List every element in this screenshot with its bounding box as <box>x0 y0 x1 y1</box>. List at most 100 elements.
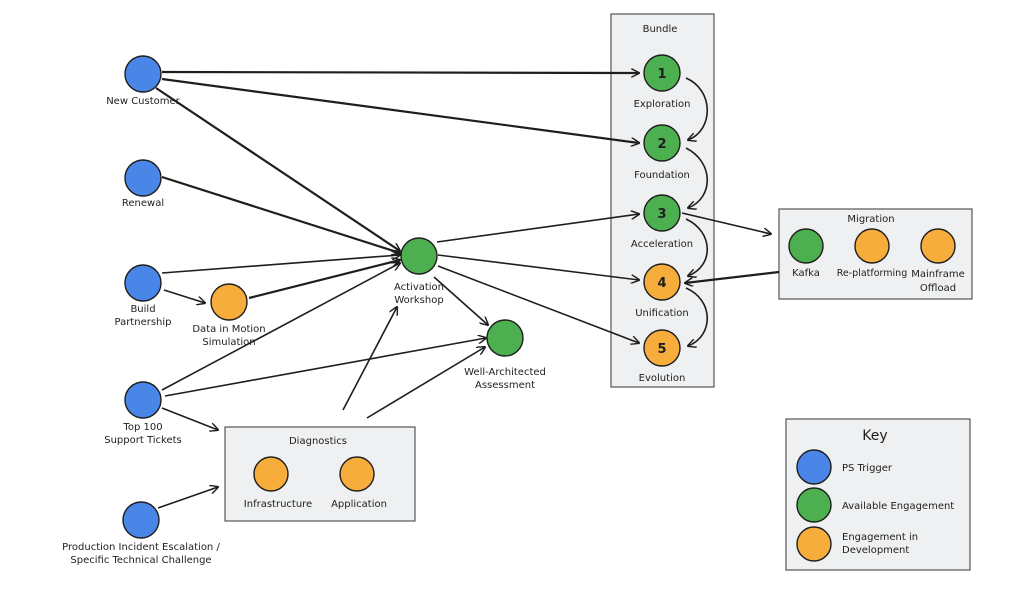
key-swatch <box>796 487 832 523</box>
edge-new-customer-to-activation <box>155 87 400 251</box>
edge-build-partnership-to-activation <box>161 255 400 274</box>
stage-label: Foundation <box>634 170 690 181</box>
edge-migration-to-unification <box>685 270 780 283</box>
trigger-label-line2: Specific Technical Challenge <box>70 555 211 566</box>
migration-label: Re-platforming <box>837 268 908 279</box>
edge-acceleration-to-unification <box>686 218 709 276</box>
key-swatch <box>796 526 832 562</box>
edge-build-partnership-to-data-in-motion <box>163 289 205 303</box>
diagnostics-label: Infrastructure <box>244 499 312 510</box>
stage-number: 1 <box>657 67 666 82</box>
key-label: PS Trigger <box>842 463 893 474</box>
edge-activation-to-acceleration <box>436 214 639 243</box>
diagnostics-application: Application <box>331 456 387 510</box>
key-label: Available Engagement <box>842 501 954 512</box>
migration-label-line1: Mainframe <box>911 269 965 280</box>
stage-label: Exploration <box>634 99 691 110</box>
migration-node <box>920 228 956 264</box>
bundle-title: Bundle <box>643 24 678 35</box>
engagement-activation-workshop: Activation Workshop <box>394 237 444 306</box>
bundle-stage-5: 5 Evolution <box>639 329 686 384</box>
stage-label: Evolution <box>639 373 686 384</box>
migration-label: Kafka <box>792 268 820 279</box>
engagement-label-line2: Simulation <box>202 337 255 348</box>
stage-node <box>643 329 681 367</box>
edge-diagnostics-to-well-architected <box>366 347 485 419</box>
bundle-stage-4: 4 Unification <box>635 263 689 319</box>
edge-activation-to-unification <box>437 254 639 280</box>
stage-node <box>643 54 681 92</box>
edge-top100-to-activation <box>161 263 400 391</box>
migration-replatforming: Re-platforming <box>837 228 908 279</box>
edge-top100-to-diagnostics <box>161 407 218 430</box>
diagnostics-infrastructure: Infrastructure <box>244 456 312 510</box>
diagnostics-node <box>253 456 289 492</box>
edge-renewal-to-activation <box>161 175 400 253</box>
edge-activation-to-well-architected <box>433 276 488 325</box>
trigger-label-line2: Support Tickets <box>104 435 182 446</box>
edge-diagnostics-to-activation <box>342 307 397 411</box>
migration-kafka: Kafka <box>788 228 824 279</box>
engagement-label-line1: Well-Architected <box>464 367 546 378</box>
bundle-stage-2: 2 Foundation <box>634 124 690 181</box>
engagement-label-line1: Activation <box>394 282 444 293</box>
migration-mainframe-offload: Mainframe Offload <box>911 228 965 294</box>
diagnostics-label: Application <box>331 499 387 510</box>
trigger-label-line1: Production Incident Escalation / <box>62 542 220 553</box>
trigger-node <box>124 264 162 302</box>
trigger-top100: Top 100 Support Tickets <box>104 381 182 446</box>
edge-foundation-to-acceleration <box>685 147 709 208</box>
diagnostics-title: Diagnostics <box>289 436 347 447</box>
trigger-label: New Customer <box>106 96 180 107</box>
trigger-node <box>122 501 160 539</box>
edge-top100-to-well-architected <box>164 338 486 397</box>
edge-exploration-to-foundation <box>686 77 709 140</box>
trigger-production-incident: Production Incident Escalation / Specifi… <box>62 501 220 566</box>
engagement-well-architected: Well-Architected Assessment <box>464 319 546 391</box>
stage-number: 3 <box>657 207 666 222</box>
engagement-label-line1: Data in Motion <box>192 324 265 335</box>
key-entry-trigger: PS Trigger <box>796 449 893 485</box>
trigger-build-partnership: Build Partnership <box>114 264 172 328</box>
migration-label-line2: Offload <box>920 283 956 294</box>
stage-label: Unification <box>635 308 689 319</box>
key-entry-development: Engagement in Development <box>796 526 918 562</box>
stage-number: 5 <box>657 342 666 357</box>
key-label-line1: Engagement in <box>842 532 918 543</box>
trigger-node <box>124 381 162 419</box>
engagement-data-in-motion: Data in Motion Simulation <box>192 283 266 348</box>
stage-node <box>643 263 681 301</box>
edges <box>155 72 780 509</box>
edge-acceleration-to-migration <box>681 212 771 234</box>
trigger-label: Renewal <box>122 198 164 209</box>
trigger-label-line1: Top 100 <box>122 422 162 433</box>
trigger-renewal: Renewal <box>122 159 164 209</box>
bundle-stage-3: 3 Acceleration <box>631 194 693 250</box>
edge-data-in-motion-to-activation <box>248 260 400 300</box>
stage-node <box>643 124 681 162</box>
edge-new-customer-to-foundation <box>161 77 639 143</box>
migration-node <box>854 228 890 264</box>
engagement-label-line2: Workshop <box>394 295 443 306</box>
engagement-label-line2: Assessment <box>475 380 535 391</box>
stage-label: Acceleration <box>631 239 693 250</box>
migration-node <box>788 228 824 264</box>
edge-production-incident-to-diagnostics <box>157 487 218 509</box>
bundle-stage-1: 1 Exploration <box>634 54 691 110</box>
trigger-label-line2: Partnership <box>114 317 171 328</box>
stage-number: 4 <box>657 276 666 291</box>
engagement-node <box>400 237 438 275</box>
stage-node <box>643 194 681 232</box>
engagement-node <box>210 283 248 321</box>
key-title: Key <box>862 428 887 444</box>
diagnostics-node <box>339 456 375 492</box>
trigger-node <box>124 55 162 93</box>
key-label-line2: Development <box>842 545 909 556</box>
key-swatch <box>796 449 832 485</box>
migration-title: Migration <box>847 214 894 225</box>
edge-new-customer-to-exploration <box>161 72 639 73</box>
key-entry-available: Available Engagement <box>796 487 954 523</box>
edge-activation-to-evolution <box>437 265 639 343</box>
stage-number: 2 <box>657 137 666 152</box>
